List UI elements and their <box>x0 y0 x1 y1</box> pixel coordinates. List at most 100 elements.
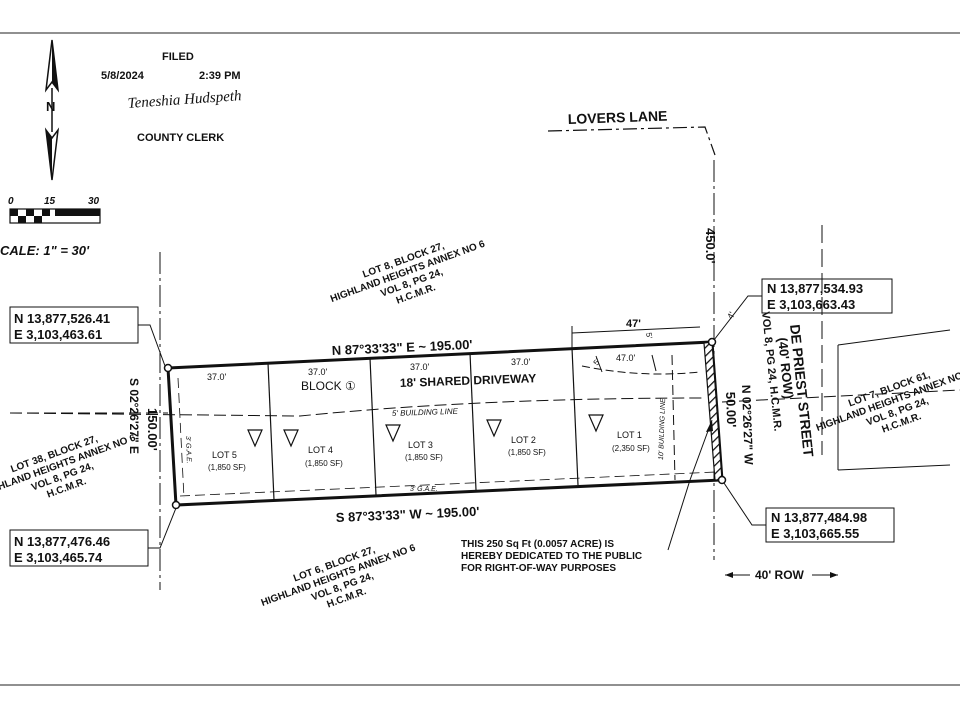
dedication-line-2: HEREBY DEDICATED TO THE PUBLIC <box>461 551 642 562</box>
lot-divider-4 <box>571 347 579 486</box>
scale-tick-30: 30 <box>88 196 100 207</box>
lot-divider-3 <box>469 352 477 491</box>
coord-ne: N 13,877,534.93 E 3,103,663.43 <box>713 278 893 341</box>
adjacent-lot-line <box>837 329 951 346</box>
stamp-office: COUNTY CLERK <box>137 132 224 144</box>
adjacent-east: LOT 7, BLOCK 61, HIGHLAND HEIGHTS ANNEX … <box>815 367 960 435</box>
adjacent-west: LOT 38, BLOCK 27, HIGHLAND HEIGHTS ANNEX… <box>0 432 138 500</box>
building-line-side <box>671 354 676 481</box>
stamp-filed: FILED <box>162 51 194 63</box>
driveway-tick-2 <box>651 354 657 372</box>
coord-sw: N 13,877,476.46 E 3,103,465.74 <box>9 507 177 567</box>
street-depriest-row: (40' ROW) <box>775 337 796 400</box>
stamp-date: 5/8/2024 <box>101 70 145 82</box>
building-line-side-label: 10' BUILDING LINE <box>658 398 667 460</box>
lot-2: LOT 2 (1,850 SF) <box>486 419 546 457</box>
building-line-5ft <box>9 397 706 417</box>
corner-se-marker <box>717 475 727 485</box>
east-extension <box>721 389 960 403</box>
scale-tick-15: 15 <box>44 196 56 207</box>
lot-5: LOT 5 (1,850 SF) <box>208 429 263 472</box>
lot-2-area: (1,850 SF) <box>508 448 546 457</box>
bearing-west: S 02°26'27" E <box>127 378 141 454</box>
gae-line-left <box>177 377 185 499</box>
lot-width-2: 37.0' <box>511 357 531 367</box>
scale-text: CALE: 1" = 30' <box>0 243 90 258</box>
lot-4: LOT 4 (1,850 SF) <box>283 429 343 468</box>
bearing-east: N 02°26'27" W <box>739 385 756 466</box>
coord-se: N 13,877,484.98 E 3,103,665.55 <box>723 482 895 543</box>
dim-47: 47' 5' 5' 4' <box>571 310 737 368</box>
lot-1-triangle-icon <box>588 414 604 433</box>
lot-2-name: LOT 2 <box>511 435 536 445</box>
scale-bar: 0 15 30 CALE: 1" = 30' <box>0 196 101 258</box>
coord-se-n: N 13,877,484.98 <box>771 510 867 525</box>
row-dimension: 40' ROW <box>725 567 838 582</box>
lot-3: LOT 3 (1,850 SF) <box>385 424 443 462</box>
north-arrow-icon: N <box>44 39 60 181</box>
lot-4-area: (1,850 SF) <box>305 459 343 468</box>
adjacent-south: LOT 6, BLOCK 27, HIGHLAND HEIGHTS ANNEX … <box>260 542 418 610</box>
scale-tick-0: 0 <box>8 196 14 207</box>
lot-divider-2 <box>369 357 377 496</box>
dim-5b-label: 5' <box>592 357 603 368</box>
lovers-lane-line <box>547 126 716 156</box>
stamp-time: 2:39 PM <box>199 70 241 82</box>
bearing-north: N 87°33'33" E ~ 195.00' <box>331 337 472 358</box>
lot-width-3: 37.0' <box>410 362 430 372</box>
coord-ne-n: N 13,877,534.93 <box>767 281 863 296</box>
coord-ne-e: E 3,103,663.43 <box>767 297 855 312</box>
lot-4-triangle-icon <box>283 429 299 448</box>
dim-5a-label: 5' <box>644 332 654 340</box>
block-label: BLOCK ① <box>301 379 356 393</box>
corner-nw-marker <box>163 363 173 373</box>
parcel-boundary <box>166 340 724 507</box>
lot-width-4: 37.0' <box>308 367 328 377</box>
coord-sw-e: E 3,103,465.74 <box>14 550 103 565</box>
lot-5-area: (1,850 SF) <box>208 463 246 472</box>
lot-1-name: LOT 1 <box>617 430 642 440</box>
corner-ne-marker <box>707 337 717 347</box>
row-dim-label: 40' ROW <box>755 568 805 582</box>
parcel <box>9 337 960 510</box>
lot-3-name: LOT 3 <box>408 440 433 450</box>
building-line-label: 5' BUILDING LINE <box>392 407 459 418</box>
street-lovers-lane: LOVERS LANE <box>568 108 668 127</box>
lot-width-1: 47.0' <box>616 353 636 363</box>
dim-47-label: 47' <box>626 318 641 330</box>
dedication-line-3: FOR RIGHT-OF-WAY PURPOSES <box>461 563 616 574</box>
gae-left-label: 3' G.A.E. <box>184 436 192 464</box>
dim-4-label: 4' <box>725 310 737 321</box>
driveway-curve <box>581 365 701 375</box>
coord-se-e: E 3,103,665.55 <box>771 526 859 541</box>
gae-bottom-label: 3' G.A.E. <box>410 486 438 493</box>
north-label: N <box>46 99 55 114</box>
dedication-hatch <box>703 341 723 481</box>
lot-3-triangle-icon <box>385 424 401 443</box>
lot-5-triangle-icon <box>247 429 263 448</box>
lot-1-area: (2,350 SF) <box>612 444 650 453</box>
driveway-label: 18' SHARED DRIVEWAY <box>400 371 537 390</box>
driveway-tick-1 <box>595 355 603 373</box>
corner-sw-marker <box>171 500 181 510</box>
distance-450: 450.0' <box>703 228 718 264</box>
coord-nw: N 13,877,526.41 E 3,103,463.61 <box>9 306 166 367</box>
stamp-signature: Teneshia Hudspeth <box>127 88 242 112</box>
coord-sw-n: N 13,877,476.46 <box>14 534 110 549</box>
dedication-line-1: THIS 250 Sq Ft (0.0057 ACRE) IS <box>461 539 614 550</box>
lot-4-name: LOT 4 <box>308 445 333 455</box>
dedication-leader <box>667 419 713 551</box>
lot-width-5: 37.0' <box>207 372 227 382</box>
lot-2-triangle-icon <box>486 419 502 438</box>
lot-3-area: (1,850 SF) <box>405 453 443 462</box>
filing-stamp: FILED 5/8/2024 2:39 PM Teneshia Hudspeth… <box>101 51 242 144</box>
lot-1: LOT 1 (2,350 SF) <box>588 414 650 453</box>
coord-nw-e: E 3,103,463.61 <box>14 327 102 342</box>
bearing-west-dist: 150.00' <box>145 408 160 451</box>
lot-5-name: LOT 5 <box>212 450 237 460</box>
coord-nw-n: N 13,877,526.41 <box>14 311 110 326</box>
lot-divider-1 <box>267 362 275 501</box>
dedication-note: THIS 250 Sq Ft (0.0057 ACRE) IS HEREBY D… <box>461 419 713 574</box>
adjacent-north: LOT 8, BLOCK 27, HIGHLAND HEIGHTS ANNEX … <box>329 239 487 307</box>
